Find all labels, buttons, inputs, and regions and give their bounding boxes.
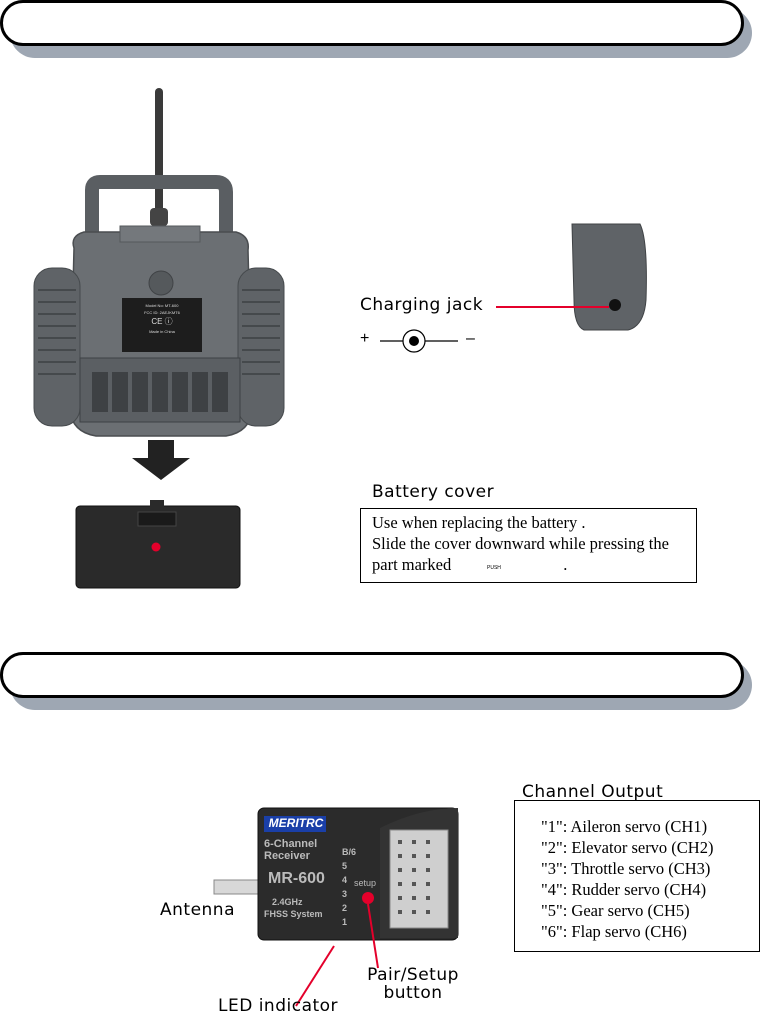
battery-line-2: Slide the cover downward while pressing … [372,534,669,553]
section-banner-middle [0,652,752,710]
receiver-freq: 2.4GHz [272,897,303,907]
battery-line-3: part marked [372,555,452,574]
pin-label: 3 [342,889,348,899]
channel-line-3: "3": Throttle servo (CH3) [541,859,711,878]
channel-line-2: "2": Elevator servo (CH2) [541,838,714,857]
battery-line-1: Use when replacing the battery . [372,513,586,532]
polarity-plus: + [360,330,370,347]
pin-label: B/6 [342,847,357,857]
channel-line-5: "5": Gear servo (CH5) [541,901,690,920]
pair-setup-line-2: button [383,983,443,1003]
section-banner-top [0,0,752,58]
receiver-pin-labels: B/6 5 4 3 2 1 [342,845,356,929]
receiver-channels-2: Receiver [264,850,310,862]
receiver-setup-label: setup [354,878,377,888]
sticker-fcc: FCC ID: 2AEJKMT6 [144,310,180,315]
battery-cover-instructions: Use when replacing the battery . Slide t… [360,508,697,583]
receiver-channels: 6-Channel Receiver [264,838,317,862]
pin-label: 5 [342,861,348,871]
led-indicator-label: LED indicator [218,996,339,1016]
antenna-label: Antenna [160,900,235,920]
pair-setup-label: Pair/Setup button [360,966,466,1002]
receiver-channels-1: 6-Channel [264,838,318,850]
channel-output-list: "1": Aileron servo (CH1) "2": Elevator s… [514,800,760,952]
polarity-minus: – [466,330,475,347]
battery-line-3-end: . [563,555,568,574]
battery-cover-title: Battery cover [372,482,495,502]
channel-output-title: Channel Output [522,782,664,802]
channel-line-4: "4": Rudder servo (CH4) [541,880,707,899]
sticker-made-in: Made in China [149,329,175,334]
channel-line-6: "6": Flap servo (CH6) [541,922,687,941]
receiver-system: FHSS System [264,909,323,919]
pair-setup-line-1: Pair/Setup [367,965,459,985]
receiver-model: MR-600 [268,870,325,887]
pin-label: 4 [342,875,348,885]
channel-line-1: "1": Aileron servo (CH1) [541,817,708,836]
charging-jack-label: Charging jack [360,295,484,315]
receiver-brand: MERITRC [268,816,324,830]
transmitter-sticker: Model No: MT-600 FCC ID: 2AEJKMT6 CE ⓘ M… [122,302,202,335]
sticker-model: Model No: MT-600 [145,303,179,308]
push-badge-label: PUSH [486,565,502,571]
sticker-ce: CE ⓘ [151,317,173,326]
pin-label: 2 [342,903,348,913]
pin-label: 1 [342,917,348,927]
